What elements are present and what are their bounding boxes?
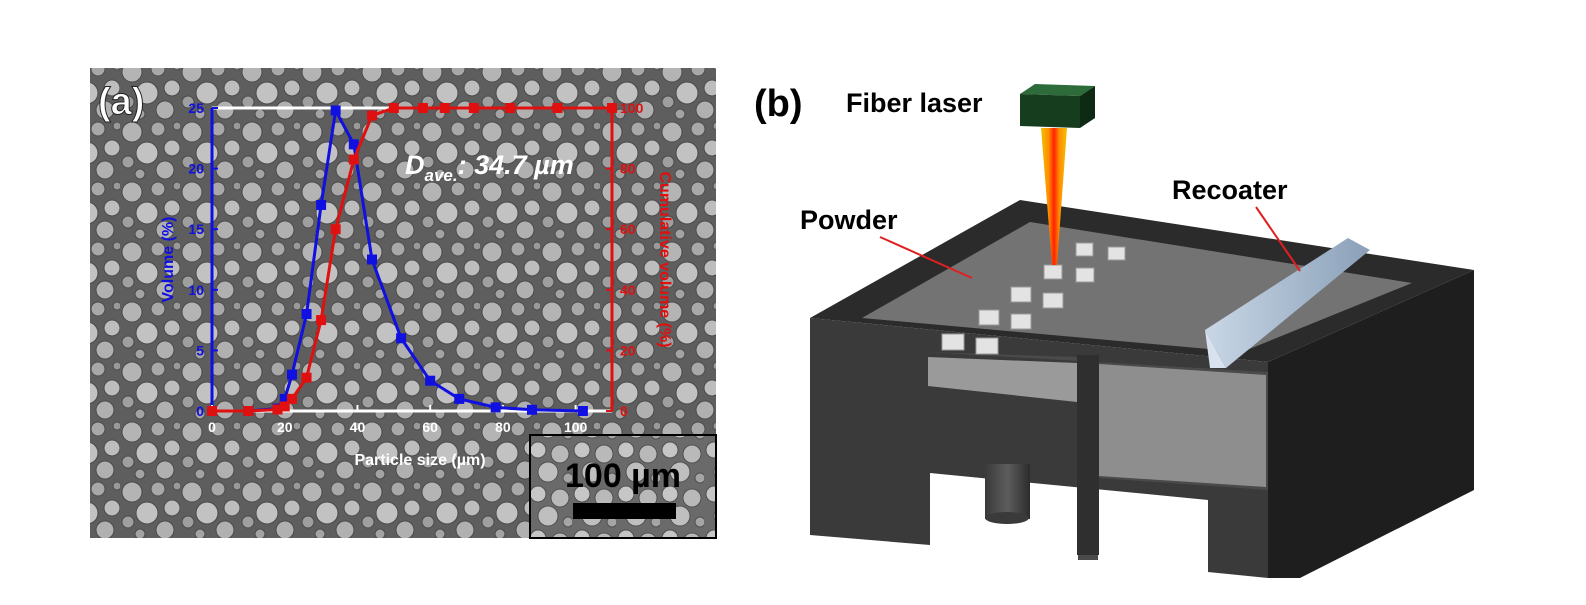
scale-bar-label: 100 µm xyxy=(565,457,681,495)
recoater-blade xyxy=(1205,238,1370,368)
printed-cube xyxy=(1010,286,1032,303)
right-y-tick-label: 40 xyxy=(620,282,636,298)
build-chamber-divider xyxy=(1077,355,1099,555)
right-y-axis-title: Cumulative volume (%) xyxy=(656,171,673,347)
cumulative-data-point xyxy=(287,393,297,404)
cumulative-data-point xyxy=(279,401,290,412)
laser-head-top xyxy=(1020,84,1095,96)
cumulative-data-point xyxy=(272,404,283,415)
cumulative-data-point xyxy=(207,406,217,416)
cumulative-data-point xyxy=(316,315,327,326)
volume-data-point xyxy=(577,406,588,416)
laser-beam xyxy=(1041,128,1067,265)
cumulative-data-point xyxy=(505,103,516,113)
volume-data-point xyxy=(490,402,501,413)
left-y-tick-label: 5 xyxy=(196,342,204,358)
x-tick-label: 0 xyxy=(208,419,216,435)
volume-data-point xyxy=(330,105,341,116)
volume-data-point xyxy=(287,369,297,380)
powder-label: Powder xyxy=(800,205,898,235)
build-piston xyxy=(985,464,1030,519)
fiber-laser-label: Fiber laser xyxy=(846,88,983,118)
cumulative-data-point xyxy=(552,103,563,113)
panel-a-particle-size-figure: 100 µm (a) 0 20 40 60 80 100 0 5 10 15 20 25 0 20 40 60… xyxy=(90,68,717,539)
machine-front-left xyxy=(810,318,1268,578)
x-tick-label: 20 xyxy=(277,419,293,435)
annotation-value: : 34.7 µm xyxy=(458,150,574,180)
printed-cube xyxy=(1075,267,1095,283)
cumulative-data-point xyxy=(301,372,312,383)
printed-cube xyxy=(1075,242,1094,257)
powder-bed xyxy=(862,222,1412,352)
printed-cube xyxy=(1107,246,1126,261)
volume-data-point xyxy=(396,333,407,344)
cumulative-data-point xyxy=(417,103,428,113)
recoater-callout-line xyxy=(1255,206,1301,272)
laser-head-side xyxy=(1080,86,1095,128)
printed-cube xyxy=(975,337,999,355)
left-y-tick-label: 20 xyxy=(188,161,204,177)
left-y-tick-label: 15 xyxy=(188,221,204,237)
right-y-tick-label: 60 xyxy=(620,221,636,237)
left-y-tick-label: 10 xyxy=(188,282,204,298)
volume-data-point xyxy=(316,199,327,210)
left-y-tick-label: 25 xyxy=(188,100,204,116)
x-tick-label: 40 xyxy=(350,419,366,435)
powder-callout-line xyxy=(879,236,973,279)
cumulative-data-point xyxy=(439,103,450,113)
panel-b-label: (b) xyxy=(754,83,803,125)
annotation-symbol: D xyxy=(405,150,425,180)
build-chamber xyxy=(925,352,1268,560)
printed-cube xyxy=(1010,313,1032,330)
printed-cube xyxy=(978,309,1000,326)
printed-cube xyxy=(1042,292,1064,309)
scale-bar xyxy=(573,503,676,519)
panel-a-label: (a) xyxy=(98,81,144,123)
recoater-label: Recoater xyxy=(1172,175,1288,205)
particle-size-chart: 0 20 40 60 80 100 0 5 10 15 20 25 0 20 40 60 80 100Partic… xyxy=(160,100,673,469)
volume-data-point xyxy=(279,393,290,404)
left-y-tick-label: 0 xyxy=(196,403,204,419)
build-chamber-powder-left xyxy=(928,357,1077,402)
printed-cube xyxy=(941,333,965,351)
build-piston-base xyxy=(985,512,1029,524)
build-chamber-powder-right xyxy=(1099,364,1266,487)
x-tick-label: 80 xyxy=(495,419,511,435)
machine-right-side xyxy=(1268,270,1474,578)
cumulative-data-point xyxy=(468,103,479,113)
printed-cube xyxy=(1043,264,1063,280)
volume-data-point xyxy=(367,254,377,265)
x-tick-label: 100 xyxy=(564,419,588,435)
volume-data-point xyxy=(301,309,312,320)
x-tick-label: 60 xyxy=(422,419,438,435)
right-y-tick-label: 0 xyxy=(620,403,628,419)
right-y-tick-label: 80 xyxy=(620,161,636,177)
cumulative-data-point xyxy=(348,154,359,165)
laser-head-front xyxy=(1020,94,1080,128)
volume-data-point xyxy=(348,139,359,150)
right-y-tick-label: 100 xyxy=(620,100,644,116)
printed-parts xyxy=(941,242,1126,355)
volume-data-point xyxy=(527,404,537,415)
cumulative-data-point xyxy=(607,103,617,113)
cumulative-data-point xyxy=(388,103,399,113)
scale-bar-box xyxy=(529,434,717,539)
cumulative-data-point xyxy=(330,224,341,235)
volume-data-point xyxy=(454,393,465,404)
x-axis-title: Particle size (µm) xyxy=(354,452,485,469)
mean-diameter-annotation: Dave.: 34.7 µm xyxy=(405,150,574,185)
cumulative-data-point xyxy=(243,406,254,416)
cumulative-data-point xyxy=(367,110,377,121)
volume-data-point xyxy=(425,375,436,386)
machine-top-frame xyxy=(810,200,1474,362)
annotation-subscript: ave. xyxy=(425,166,458,185)
right-y-tick-label: 20 xyxy=(620,342,636,358)
recoater-blade-face xyxy=(1205,330,1226,368)
left-y-axis-title: Volume (%) xyxy=(160,217,177,303)
